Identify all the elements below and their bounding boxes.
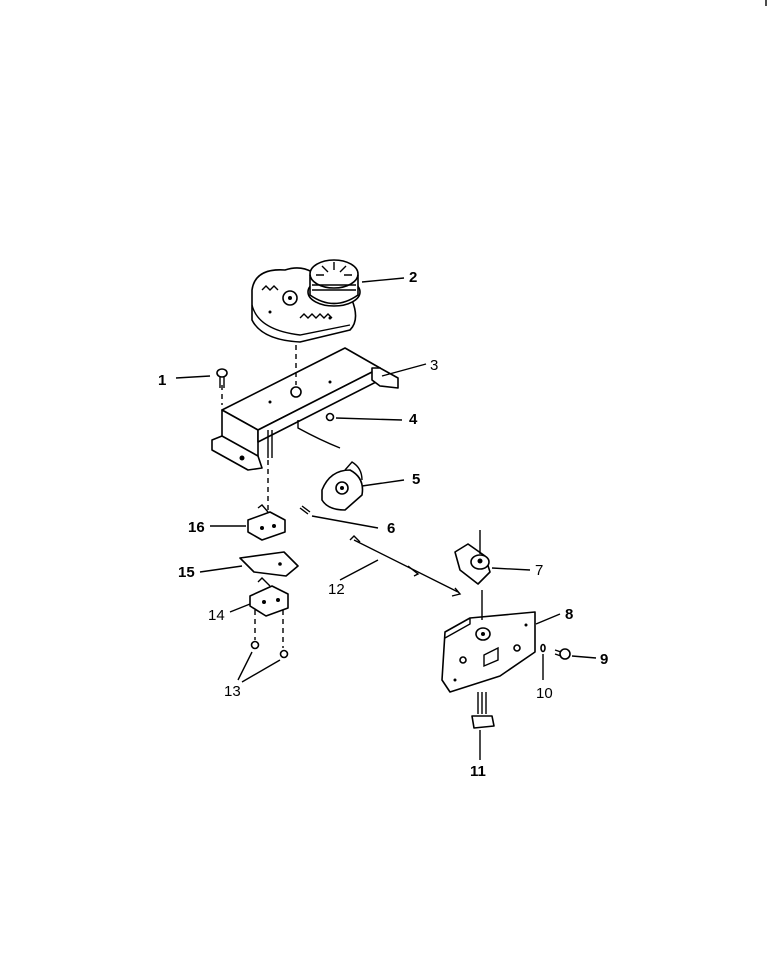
bracket-stud	[267, 430, 273, 458]
screw-side	[554, 648, 571, 660]
callout-15: 15	[178, 564, 195, 581]
leader-1	[175, 375, 211, 379]
leader-3	[381, 363, 427, 377]
callout-13: 13	[224, 683, 241, 700]
pin	[299, 505, 311, 515]
callout-4: 4	[409, 411, 418, 428]
leader-13b	[241, 659, 281, 683]
callout-6: 6	[387, 520, 395, 537]
motor-gear-housing	[251, 259, 361, 343]
actuator-cam	[454, 530, 491, 585]
leader-12	[339, 559, 379, 581]
callout-8: 8	[565, 606, 573, 623]
leader-9	[571, 655, 597, 659]
washer	[540, 643, 546, 653]
switch-upper	[247, 504, 286, 541]
insulator-plate	[239, 551, 299, 577]
mounting-plate	[441, 590, 536, 693]
leader-13a	[237, 651, 253, 681]
callout-12: 12	[328, 581, 345, 598]
leader-14	[229, 603, 251, 613]
callout-5: 5	[412, 471, 420, 488]
callout-16: 16	[188, 519, 205, 536]
callout-1: 1	[158, 372, 166, 389]
nut	[325, 412, 335, 422]
callout-10: 10	[536, 685, 553, 702]
leader-2	[361, 277, 405, 283]
nut-left	[250, 640, 260, 650]
callout-2: 2	[409, 269, 417, 286]
switch-lower	[249, 577, 289, 617]
insulator-hole	[278, 562, 282, 566]
callout-9: 9	[600, 651, 608, 668]
leader-6	[311, 515, 379, 529]
leader-8	[535, 613, 561, 625]
mounting-bracket	[211, 347, 399, 471]
callout-3: 3	[430, 357, 438, 374]
callout-7: 7	[535, 562, 543, 579]
leader-4	[335, 417, 403, 421]
leader-7	[491, 567, 531, 571]
foot-bolt	[471, 692, 495, 729]
leader-5	[361, 479, 405, 487]
callout-14: 14	[208, 607, 225, 624]
cam	[321, 461, 364, 511]
nut-right	[279, 649, 289, 659]
link-rod	[349, 535, 462, 597]
callout-11: 11	[470, 763, 486, 780]
leader-15	[199, 565, 243, 573]
screw	[216, 368, 228, 388]
